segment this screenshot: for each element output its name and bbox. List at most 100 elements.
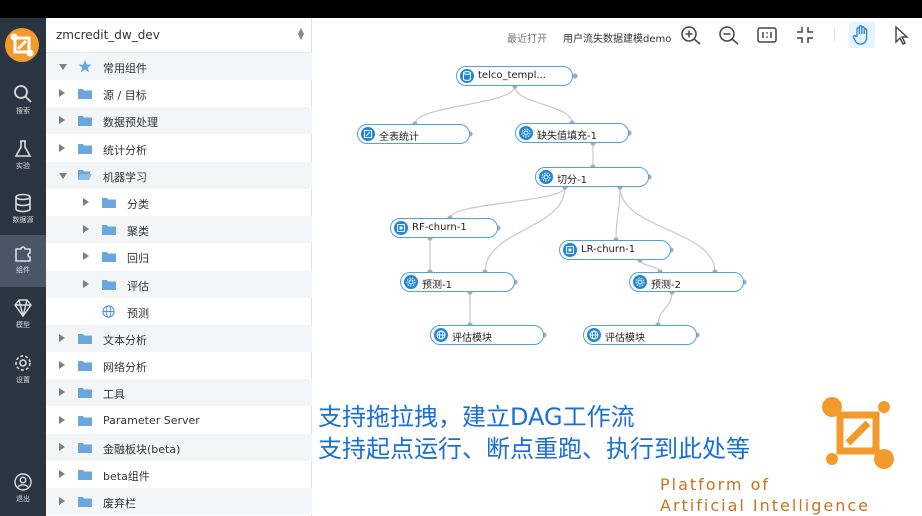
tree-item-label: 工具 bbox=[103, 388, 125, 402]
tree-item[interactable]: 机器学习 bbox=[46, 161, 312, 189]
folder-icon bbox=[78, 332, 92, 347]
caret-right-icon[interactable] bbox=[59, 497, 65, 506]
tree-item[interactable]: 常用组件 bbox=[46, 53, 312, 80]
rail-label: 设置 bbox=[16, 376, 30, 384]
tree-item[interactable]: 废弃栏 bbox=[46, 488, 312, 516]
dag-node[interactable]: telco_templ... bbox=[456, 66, 573, 86]
rail-item-settings[interactable]: 设置 bbox=[0, 345, 46, 397]
tree-item-label: 金融板块(beta) bbox=[103, 442, 181, 456]
folder-icon bbox=[78, 386, 92, 401]
rail-item-exit[interactable]: 退出 bbox=[0, 464, 46, 516]
rail-item-datasource[interactable]: 数据源 bbox=[0, 185, 46, 237]
dag-node[interactable]: 预测-2 bbox=[629, 272, 744, 292]
folder-open-icon bbox=[78, 169, 92, 184]
dag-edge bbox=[449, 186, 566, 219]
folder-icon bbox=[78, 495, 92, 510]
caret-right-icon[interactable] bbox=[59, 116, 65, 125]
caret-right-icon[interactable] bbox=[59, 415, 65, 424]
dag-node[interactable]: RF-churn-1 bbox=[390, 218, 498, 238]
dag-edge bbox=[639, 259, 661, 273]
dag-node[interactable]: 评估模块 bbox=[583, 325, 697, 345]
database-icon bbox=[15, 193, 31, 213]
folder-icon bbox=[102, 250, 116, 265]
tree-item[interactable]: 金融板块(beta) bbox=[46, 433, 312, 461]
dag-node[interactable]: 全表统计 bbox=[357, 124, 470, 144]
app-logo-icon[interactable] bbox=[5, 28, 39, 62]
tree-item-label: 回归 bbox=[127, 252, 149, 266]
rail-item-models[interactable]: 模型 bbox=[0, 290, 46, 342]
dag-edge bbox=[514, 85, 573, 124]
caption-line-1: 支持拖拉拽，建立DAG工作流 bbox=[318, 403, 635, 431]
tree-item[interactable]: 网络分析 bbox=[46, 352, 312, 379]
rail-item-components[interactable]: 组件 bbox=[0, 235, 46, 287]
tree-item[interactable]: 评估 bbox=[46, 270, 312, 298]
dag-port[interactable] bbox=[572, 73, 578, 79]
dag-node[interactable]: 切分-1 bbox=[535, 167, 649, 187]
dag-node[interactable]: 缺失值填充-1 bbox=[515, 123, 629, 143]
star-icon bbox=[78, 60, 92, 76]
caret-right-icon[interactable] bbox=[59, 442, 65, 451]
tree-item[interactable]: 聚类 bbox=[46, 216, 312, 244]
dag-node-label: 缺失值填充-1 bbox=[537, 131, 597, 142]
tree-item[interactable]: 统计分析 bbox=[46, 135, 312, 162]
caret-right-icon[interactable] bbox=[59, 388, 65, 397]
dag-node-label: 切分-1 bbox=[557, 175, 587, 186]
globe-icon bbox=[587, 328, 601, 342]
folder-icon bbox=[102, 223, 116, 238]
recent-open-link[interactable]: 最近打开 bbox=[507, 34, 547, 45]
tree-item[interactable]: 分类 bbox=[46, 189, 312, 216]
fit-actual-icon[interactable] bbox=[756, 25, 778, 45]
brand-line-2: Artificial Intelligence bbox=[660, 496, 870, 515]
caret-right-icon[interactable] bbox=[83, 198, 89, 206]
caret-right-icon[interactable] bbox=[83, 279, 89, 288]
folder-icon bbox=[102, 196, 116, 211]
dag-node-label: 全表统计 bbox=[379, 132, 419, 143]
pointer-icon[interactable] bbox=[890, 25, 912, 45]
toolbar-divider bbox=[834, 27, 835, 41]
dag-edge bbox=[657, 291, 673, 326]
caret-right-icon[interactable] bbox=[83, 225, 89, 234]
dag-node[interactable]: 评估模块 bbox=[430, 325, 544, 345]
rail-label: 退出 bbox=[16, 495, 30, 503]
tree-item[interactable]: 文本分析 bbox=[46, 325, 312, 352]
tree-item-label: 聚类 bbox=[127, 225, 149, 239]
zoom-out-icon[interactable] bbox=[718, 25, 740, 45]
dag-edge bbox=[615, 186, 621, 241]
gear-icon bbox=[633, 275, 647, 289]
dag-node-label: 评估模块 bbox=[452, 333, 492, 344]
caret-down-icon[interactable] bbox=[59, 64, 67, 70]
dag-edge bbox=[619, 186, 716, 273]
tree-item[interactable]: 预测 bbox=[46, 298, 312, 325]
caret-right-icon[interactable] bbox=[59, 89, 65, 98]
stats-icon bbox=[361, 127, 375, 141]
folder-icon bbox=[78, 414, 92, 429]
rail-label: 数据源 bbox=[12, 216, 34, 224]
dag-node[interactable]: LR-churn-1 bbox=[559, 240, 671, 260]
dag-node[interactable]: 预测-1 bbox=[400, 272, 515, 292]
dag-node-label: telco_templ... bbox=[478, 70, 546, 81]
fit-screen-icon[interactable] bbox=[794, 25, 816, 45]
tree-item[interactable]: beta组件 bbox=[46, 461, 312, 488]
gear-icon bbox=[539, 170, 553, 184]
tree-item[interactable]: 工具 bbox=[46, 379, 312, 407]
caret-right-icon[interactable] bbox=[59, 334, 65, 342]
tree-item[interactable]: 回归 bbox=[46, 243, 312, 270]
caret-down-icon[interactable] bbox=[59, 172, 67, 179]
caret-right-icon[interactable] bbox=[59, 361, 65, 370]
pan-mode-button[interactable] bbox=[849, 22, 875, 48]
model-icon bbox=[394, 221, 408, 235]
rail-item-experiment[interactable]: 实验 bbox=[0, 131, 46, 183]
rail-label: 实验 bbox=[16, 162, 30, 170]
zoom-in-icon[interactable] bbox=[680, 25, 702, 45]
tree-item-label: 数据预处理 bbox=[103, 116, 158, 130]
dag-node-label: RF-churn-1 bbox=[412, 222, 467, 233]
tree-item[interactable]: Parameter Server bbox=[46, 407, 312, 434]
caret-right-icon[interactable] bbox=[83, 252, 89, 261]
tree-item[interactable]: 数据预处理 bbox=[46, 107, 312, 135]
caret-right-icon[interactable] bbox=[59, 470, 65, 478]
project-selector[interactable]: zmcredit_dw_dev ▲▼ bbox=[46, 18, 312, 53]
caret-right-icon[interactable] bbox=[59, 143, 65, 152]
tree-item-label: 网络分析 bbox=[103, 361, 147, 375]
tree-item[interactable]: 源 / 目标 bbox=[46, 80, 312, 107]
rail-item-search[interactable]: 搜索 bbox=[0, 76, 46, 128]
